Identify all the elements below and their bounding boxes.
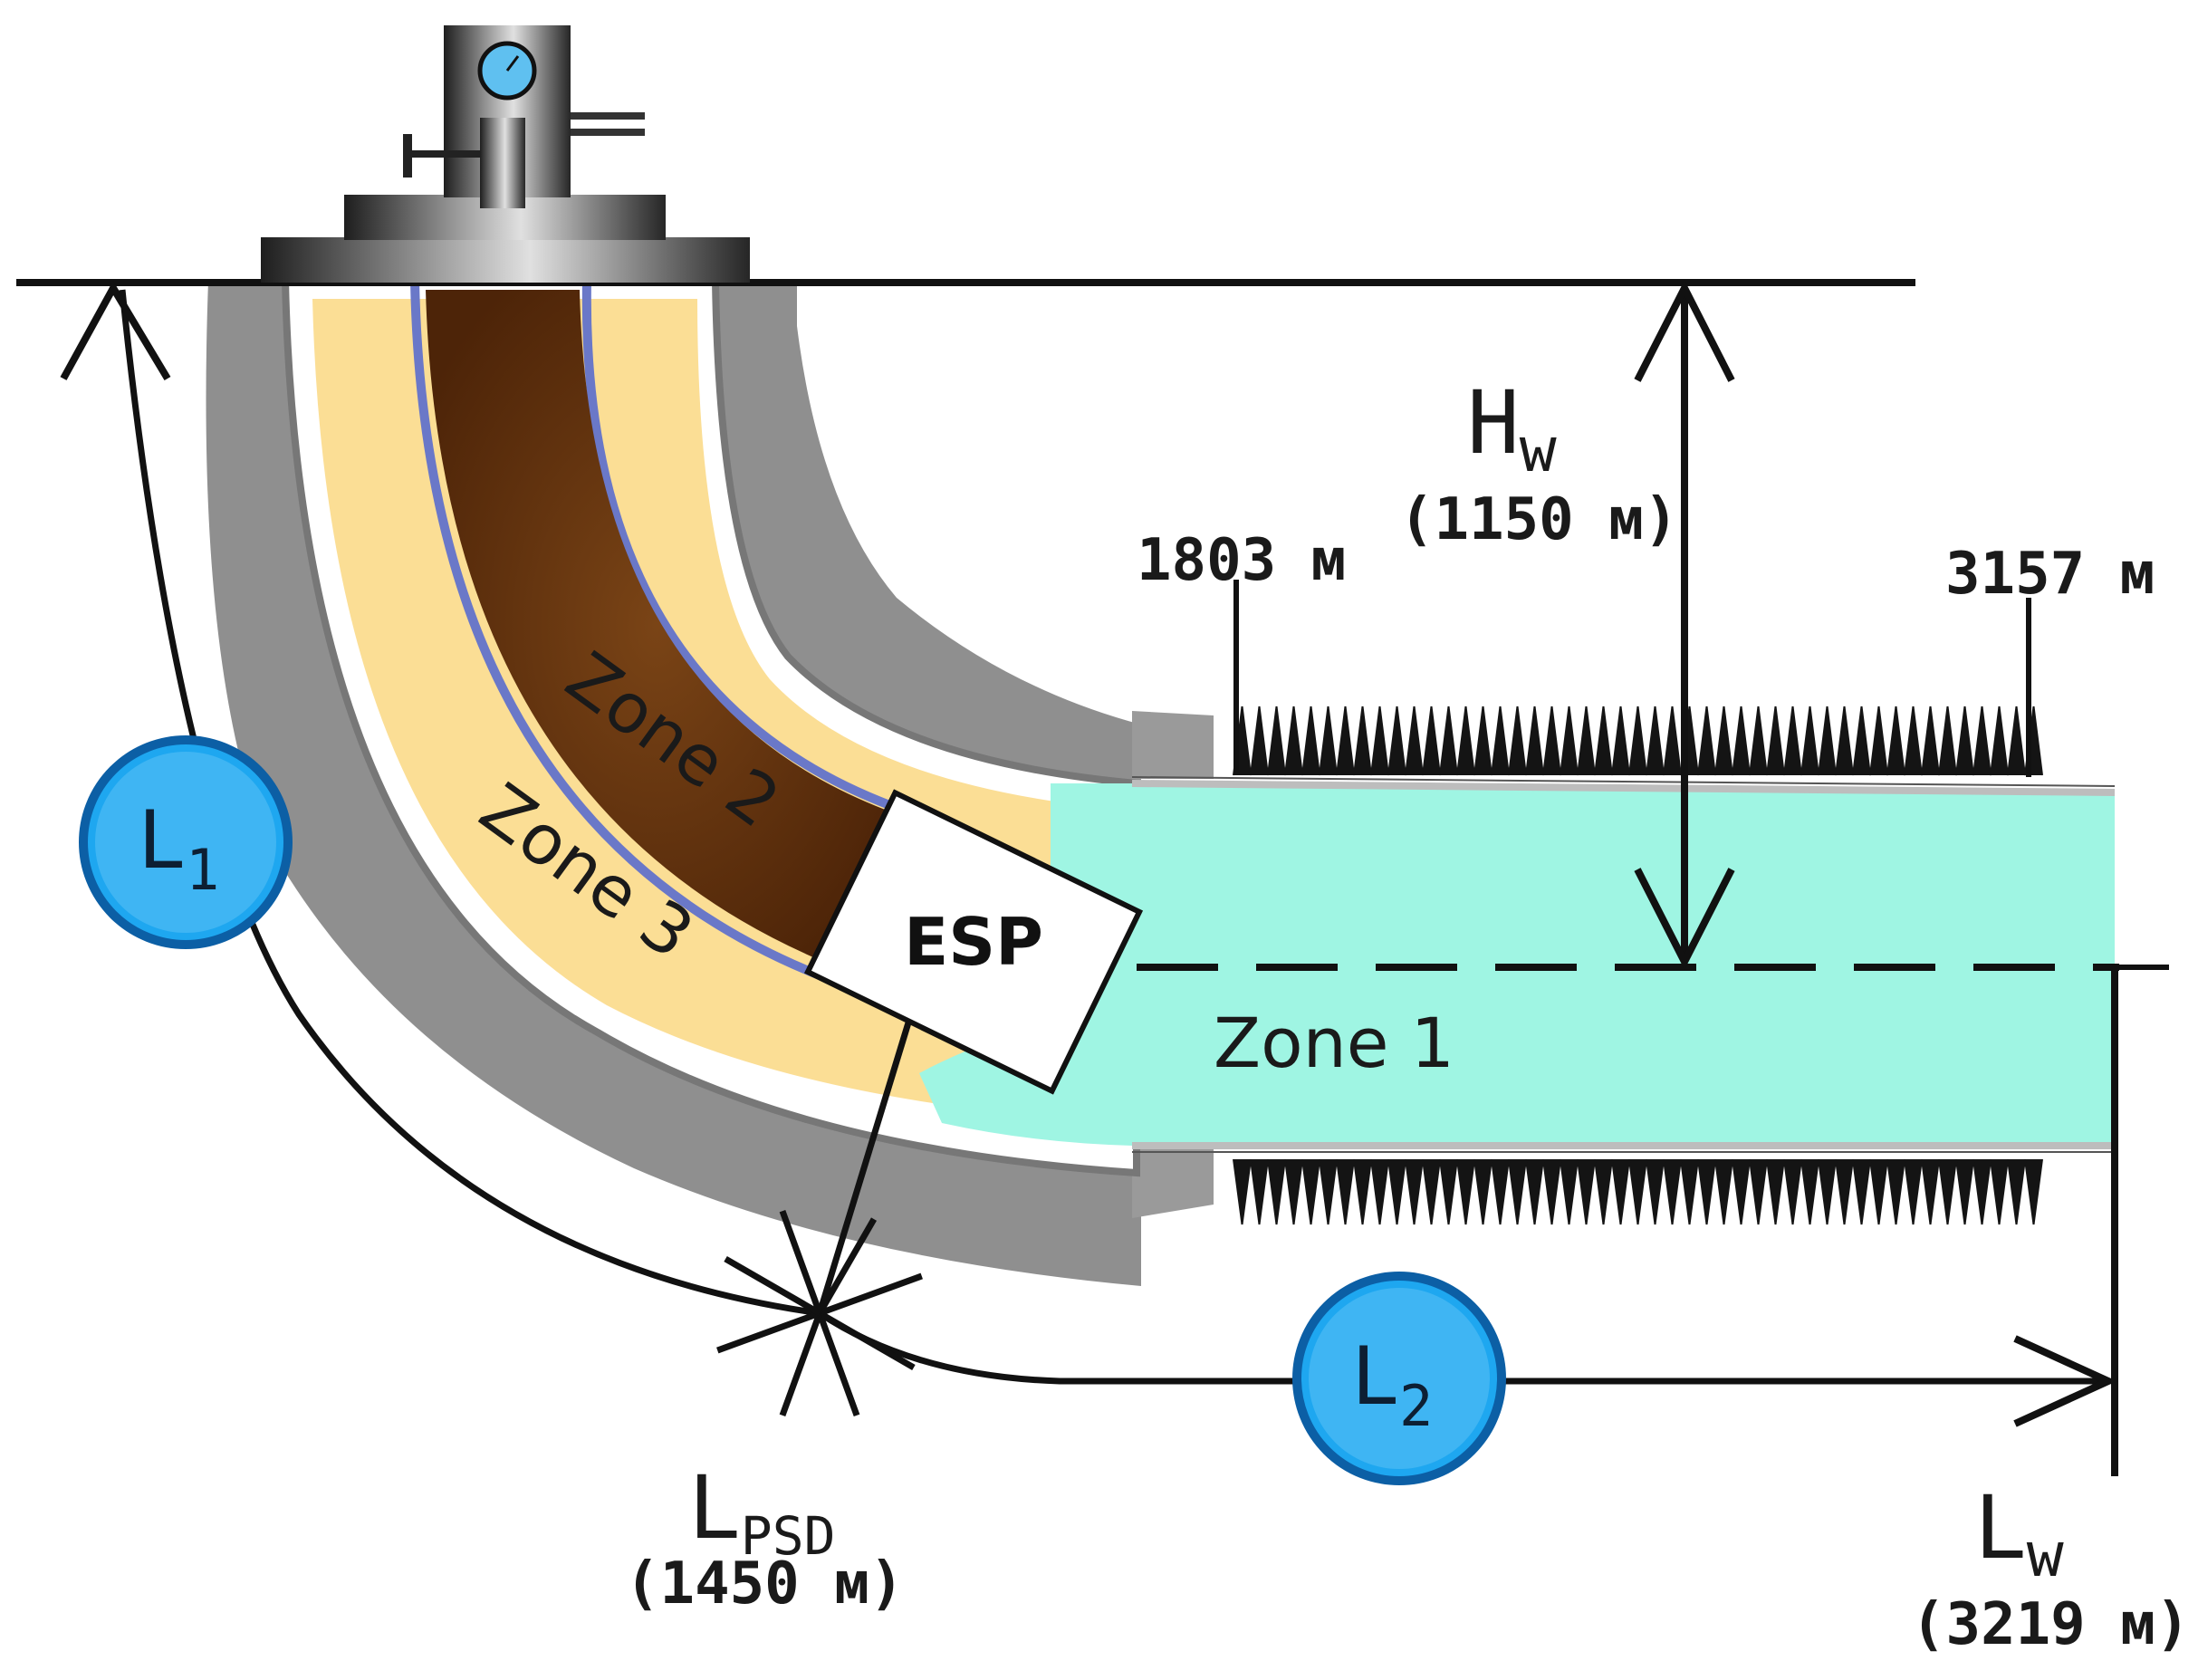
lpsd-star-ray	[779, 1311, 823, 1416]
l1-main: L	[138, 793, 186, 887]
l2-sub: 2	[1399, 1373, 1433, 1439]
l2-arrowhead	[2013, 1335, 2117, 1427]
l1-sub: 1	[186, 837, 219, 903]
svg-text:L1: L1	[138, 793, 219, 903]
lpsd-sub: PSD	[741, 1505, 836, 1567]
lw-main: L	[1974, 1477, 2027, 1579]
lpsd-star-ray	[818, 1310, 916, 1371]
wellhead	[261, 25, 750, 283]
l2-marker: L2	[1292, 1272, 1506, 1485]
lpsd-star-ray	[716, 1310, 821, 1354]
lpsd-star-ray	[779, 1210, 823, 1315]
esp-label: ESP	[904, 904, 1043, 980]
hw-arrow	[1634, 280, 1735, 970]
lpsd-star-point	[716, 1210, 923, 1416]
lw-value: (3219 м)	[1911, 1591, 2190, 1658]
rock-fringe-top	[1132, 711, 1214, 779]
lpsd-star-ray	[816, 1217, 878, 1315]
svg-text:LPSD: LPSD	[688, 1457, 836, 1567]
esp-cable	[816, 985, 923, 1315]
lpsd-star-ray	[724, 1255, 821, 1317]
lpsd-main: L	[688, 1457, 741, 1559]
l2-main: L	[1351, 1330, 1399, 1423]
perforation-spikes	[1233, 1158, 2043, 1225]
hw-sub: w	[1520, 415, 1557, 486]
svg-text:L2: L2	[1351, 1330, 1433, 1439]
l1-arrowhead	[60, 280, 171, 381]
svg-text:Hw: Hw	[1467, 372, 1557, 486]
perforation-spikes	[1233, 706, 2043, 776]
svg-text:Lw: Lw	[1974, 1477, 2064, 1591]
perforations-top	[1233, 706, 2043, 776]
esp-box: ESP	[803, 789, 1144, 1095]
casing-edge-top	[1131, 776, 2116, 787]
l1-marker: L1	[79, 735, 293, 949]
lpsd-star-ray	[818, 1272, 923, 1317]
lpsd-star-ray	[816, 1311, 860, 1416]
perf-start-label: 1803 м	[1137, 527, 1346, 594]
horizontal-casing-top	[1131, 780, 2116, 796]
zone-2-area	[426, 290, 888, 960]
perf-end-label: 3157 м	[1945, 541, 2155, 608]
hw-value: (1150 м)	[1399, 486, 1678, 553]
l1-curve	[119, 289, 821, 1317]
perforations-bottom	[1233, 1158, 2043, 1225]
lpsd-value: (1450 м)	[625, 1550, 904, 1618]
lw-sub: w	[2027, 1520, 2064, 1591]
hw-main: H	[1467, 372, 1520, 474]
rock-fringe-bottom	[1132, 1141, 1214, 1218]
zone-1-label: Zone 1	[1214, 1003, 1454, 1083]
